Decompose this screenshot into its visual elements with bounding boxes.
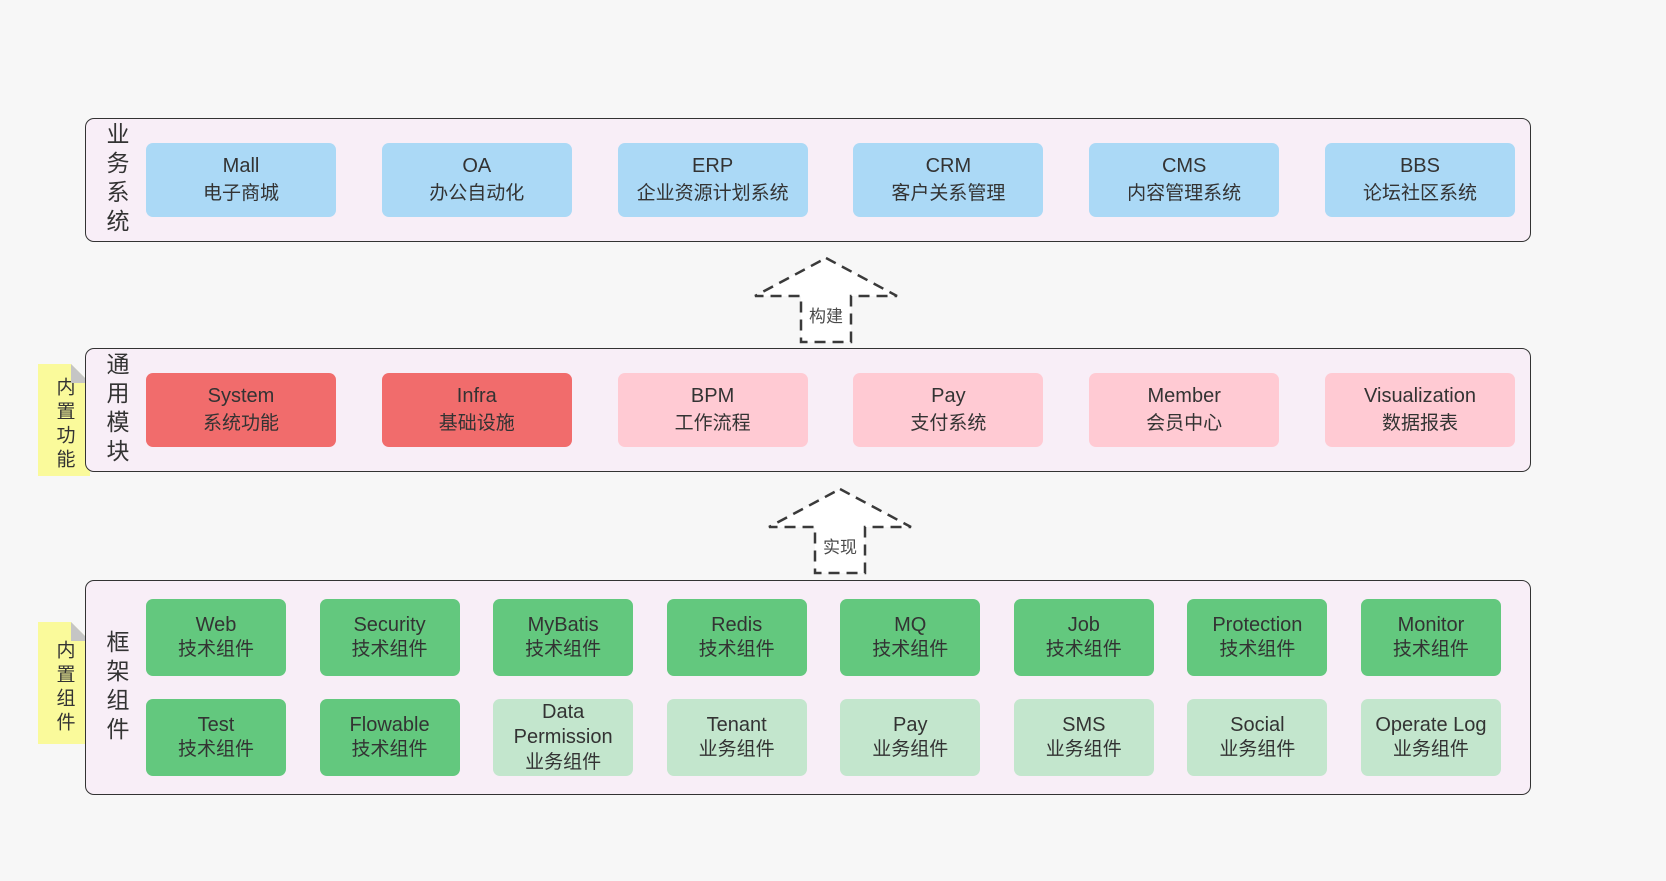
- layer-components-label: 框架组件: [103, 629, 129, 746]
- layer-modules-label: 通用模块: [103, 352, 129, 468]
- box-mybatis: MyBatis 技术组件: [493, 599, 634, 676]
- arrow-build: 构建: [753, 256, 899, 344]
- box-web: Web 技术组件: [146, 599, 286, 676]
- sticky-features-label: 内置功能: [53, 377, 75, 473]
- box-member: Member 会员中心: [1089, 373, 1280, 447]
- box-cms: CMS 内容管理系统: [1089, 143, 1280, 217]
- box-system: System 系统功能: [146, 373, 336, 447]
- layer-business-label: 业务系统: [103, 122, 129, 238]
- component-row-2: Test 技术组件 Flowable 技术组件 Data Permission …: [146, 699, 1501, 776]
- arrow-up-icon: [754, 256, 898, 344]
- box-mall: Mall 电子商城: [146, 143, 336, 217]
- box-operate-log: Operate Log 业务组件: [1360, 699, 1501, 776]
- component-row-1: Web 技术组件 Security 技术组件 MyBatis 技术组件 Redi…: [146, 599, 1501, 676]
- box-pay-biz: Pay 业务组件: [840, 699, 981, 776]
- arrow-implement-label: 实现: [821, 533, 859, 558]
- box-flowable: Flowable 技术组件: [319, 699, 460, 776]
- layer-framework-components: 框架组件 Web 技术组件 Security 技术组件 MyBatis 技术组件…: [85, 580, 1531, 795]
- box-monitor: Monitor 技术组件: [1360, 599, 1501, 676]
- module-boxes: System 系统功能 Infra 基础设施 BPM 工作流程 Pay 支付系统…: [146, 349, 1530, 471]
- box-bbs: BBS 论坛社区系统: [1324, 143, 1515, 217]
- box-erp: ERP 企业资源计划系统: [617, 143, 808, 217]
- arrow-up-icon: [768, 487, 912, 575]
- box-security: Security 技术组件: [319, 599, 460, 676]
- component-boxes: Web 技术组件 Security 技术组件 MyBatis 技术组件 Redi…: [146, 581, 1530, 794]
- box-infra: Infra 基础设施: [381, 373, 572, 447]
- box-visualization: Visualization 数据报表: [1324, 373, 1515, 447]
- box-mq: MQ 技术组件: [840, 599, 981, 676]
- layer-business-systems: 业务系统 Mall 电子商城 OA 办公自动化 ERP 企业资源计划系统 CRM…: [85, 118, 1531, 242]
- box-sms: SMS 业务组件: [1013, 699, 1154, 776]
- box-redis: Redis 技术组件: [666, 599, 807, 676]
- box-job: Job 技术组件: [1013, 599, 1154, 676]
- sticky-components-label: 内置组件: [53, 640, 75, 736]
- business-boxes: Mall 电子商城 OA 办公自动化 ERP 企业资源计划系统 CRM 客户关系…: [146, 119, 1530, 241]
- box-data-permission: Data Permission 业务组件: [493, 699, 634, 776]
- sticky-note-built-in-features: 内置功能: [38, 364, 90, 476]
- box-protection: Protection 技术组件: [1187, 599, 1328, 676]
- box-pay: Pay 支付系统: [853, 373, 1044, 447]
- box-oa: OA 办公自动化: [381, 143, 572, 217]
- box-crm: CRM 客户关系管理: [853, 143, 1044, 217]
- arrow-build-label: 构建: [807, 302, 845, 327]
- layer-common-modules: 通用模块 System 系统功能 Infra 基础设施 BPM 工作流程 Pay…: [85, 348, 1531, 472]
- box-test: Test 技术组件: [146, 699, 286, 776]
- box-tenant: Tenant 业务组件: [666, 699, 807, 776]
- box-bpm: BPM 工作流程: [617, 373, 808, 447]
- box-social: Social 业务组件: [1187, 699, 1328, 776]
- arrow-implement: 实现: [767, 487, 913, 575]
- sticky-note-built-in-components: 内置组件: [38, 622, 90, 744]
